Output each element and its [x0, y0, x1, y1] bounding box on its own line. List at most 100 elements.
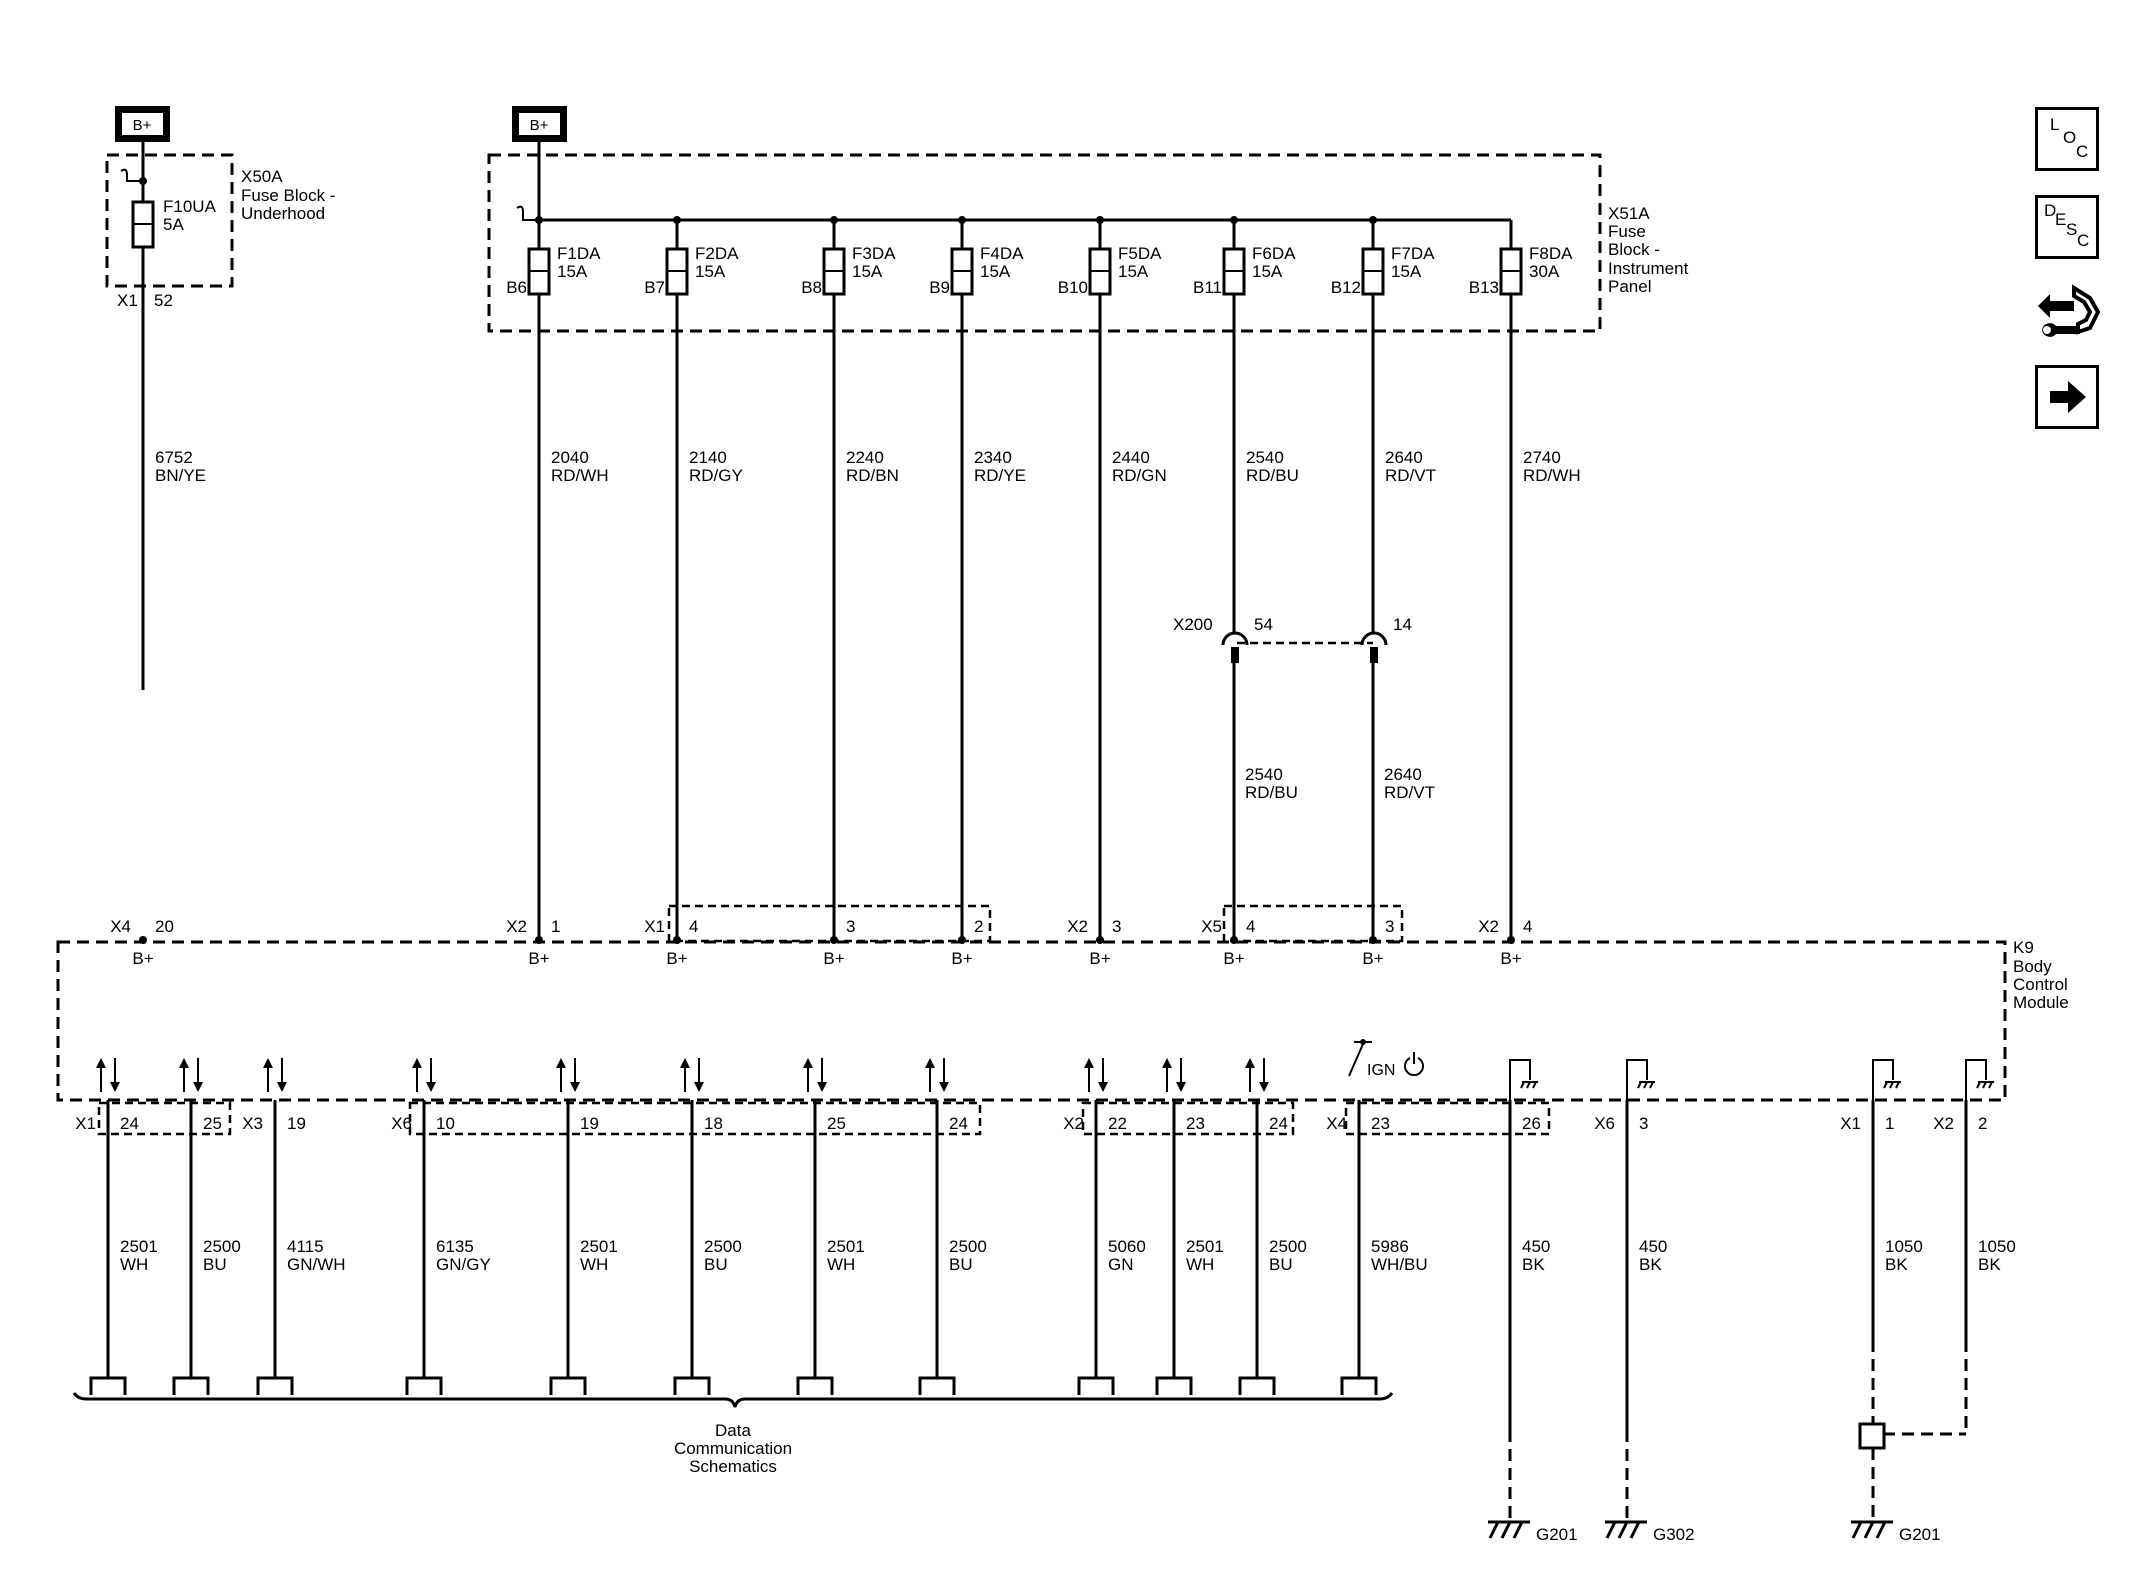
loc-letter-l: L [2050, 115, 2060, 134]
wire-circuit: 6135 [436, 1237, 474, 1256]
pin-number: 24 [1269, 1114, 1288, 1133]
pin-number: 1 [551, 917, 560, 936]
wire-color: RD/VT [1385, 466, 1436, 485]
connector-end [549, 1376, 587, 1395]
wire-color: BU [1269, 1255, 1293, 1274]
fuse-rating: 15A [852, 262, 883, 281]
pin-label: B+ [666, 949, 687, 968]
ground-section [1508, 1340, 1968, 1520]
x200-wire-color-1: RD/BU [1245, 783, 1298, 802]
pin-label: B+ [1362, 949, 1383, 968]
wire-circuit: 2500 [704, 1237, 742, 1256]
fuse-rating: 15A [695, 262, 726, 281]
wire-circuit: 1050 [1885, 1237, 1923, 1256]
pin-dot [1507, 936, 1515, 944]
pin-number: 3 [1639, 1114, 1648, 1133]
desc-letter-s: S [2066, 220, 2078, 239]
module-ground [1626, 1059, 1648, 1100]
fuse-name: F3DA [852, 244, 896, 263]
location-button[interactable]: L O C [2035, 107, 2099, 171]
wire-circuit: 450 [1522, 1237, 1550, 1256]
fuse-block-ip-name-2: Block - [1608, 240, 1660, 259]
down-arrow-head [570, 1082, 580, 1092]
down-arrow-head [426, 1082, 436, 1092]
fuse-block-underhood-pin: 52 [154, 291, 173, 310]
up-arrow-head [556, 1058, 566, 1068]
up-arrow-head [412, 1058, 422, 1068]
bcm-name-2: Control [2013, 975, 2068, 994]
pin-connector: X2 [506, 917, 527, 936]
pin-number: 25 [827, 1114, 846, 1133]
up-arrow-head [179, 1058, 189, 1068]
connector-end [1077, 1376, 1115, 1395]
pin-connector: X5 [1201, 917, 1222, 936]
ground-label: G201 [1536, 1525, 1578, 1544]
ground-hatch [1851, 1521, 1887, 1539]
diagnostic-tools-icon[interactable] [2034, 278, 2102, 350]
fuse-rating: 15A [1252, 262, 1283, 281]
wire-color: BU [949, 1255, 973, 1274]
down-arrow-head [1259, 1082, 1269, 1092]
pin-number: 1 [1885, 1114, 1894, 1133]
ground-mark [1637, 1081, 1655, 1089]
fuse-pin: B6 [506, 278, 527, 297]
fuse-group: F1DA15AB6F2DA15AB7F3DA15AB8F4DA15AB9F5DA… [506, 216, 1573, 297]
x200-pin-b: 14 [1393, 615, 1412, 634]
wire-circuit: 2240 [846, 448, 884, 467]
pin-number: 19 [287, 1114, 306, 1133]
pin-connector: X3 [242, 1114, 263, 1133]
down-arrow-head [193, 1082, 203, 1092]
wire-color: RD/WH [551, 466, 609, 485]
wire-color: WH/BU [1371, 1255, 1428, 1274]
fuse-pin: B13 [1469, 278, 1499, 297]
wire-circuit: 1050 [1978, 1237, 2016, 1256]
down-arrow-head [110, 1082, 120, 1092]
ground-mark [1976, 1081, 1994, 1089]
pin-connector: X1 [75, 1114, 96, 1133]
up-arrow-head [96, 1058, 106, 1068]
data-communication-reference: Data Communication Schematics [72, 1392, 1394, 1476]
connector-end [1155, 1376, 1193, 1395]
wire-color: GN [1108, 1255, 1134, 1274]
pin-label: B+ [951, 949, 972, 968]
x200-ref: X200 [1173, 615, 1213, 634]
down-arrow-head [817, 1082, 827, 1092]
wire-circuit: 2501 [827, 1237, 865, 1256]
wire-circuit: 4115 [287, 1237, 324, 1256]
wire-circuit: 2340 [974, 448, 1012, 467]
pin-number: 10 [436, 1114, 455, 1133]
wire-color: BK [1978, 1255, 2001, 1274]
wire-color: BK [1522, 1255, 1545, 1274]
body-control-module: K9 Body Control Module IGN [56, 904, 2069, 1136]
pin-connector: X1 [1840, 1114, 1861, 1133]
connector-end [1340, 1376, 1378, 1395]
wire-color: RD/GY [689, 466, 743, 485]
ground-hatch [1605, 1521, 1641, 1539]
fuse-f10ua-rating: 5A [163, 215, 184, 234]
connector-end [796, 1376, 834, 1395]
wire-color: GN/WH [287, 1255, 346, 1274]
fuse-block-underhood-ref: X50A [241, 167, 283, 186]
wire-circuit: 2640 [1385, 448, 1423, 467]
pin-connector: X2 [1933, 1114, 1954, 1133]
wire-color: RD/WH [1523, 466, 1581, 485]
pin-label: B+ [1089, 949, 1110, 968]
wire-color: BK [1885, 1255, 1908, 1274]
pin-number: 3 [846, 917, 855, 936]
fuse-block-ip-name-1: Fuse [1608, 222, 1646, 241]
pin-number: 2 [974, 917, 983, 936]
up-arrow-head [263, 1058, 273, 1068]
description-button[interactable]: D E S C [2035, 195, 2099, 259]
ignition-switch-icon: IGN [1348, 1039, 1424, 1079]
up-arrow-head [680, 1058, 690, 1068]
next-page-button[interactable] [2035, 365, 2099, 429]
pin-number: 4 [1523, 917, 1532, 936]
fuse-pin: B11 [1193, 278, 1222, 297]
pin-connector: X4 [110, 917, 131, 936]
battery-supply-2: B+ [512, 106, 567, 142]
pin-number: 2 [1978, 1114, 1987, 1133]
fuse-pin: B7 [644, 278, 665, 297]
wire-circuit: 5986 [1371, 1237, 1409, 1256]
fuse-name: F5DA [1118, 244, 1162, 263]
